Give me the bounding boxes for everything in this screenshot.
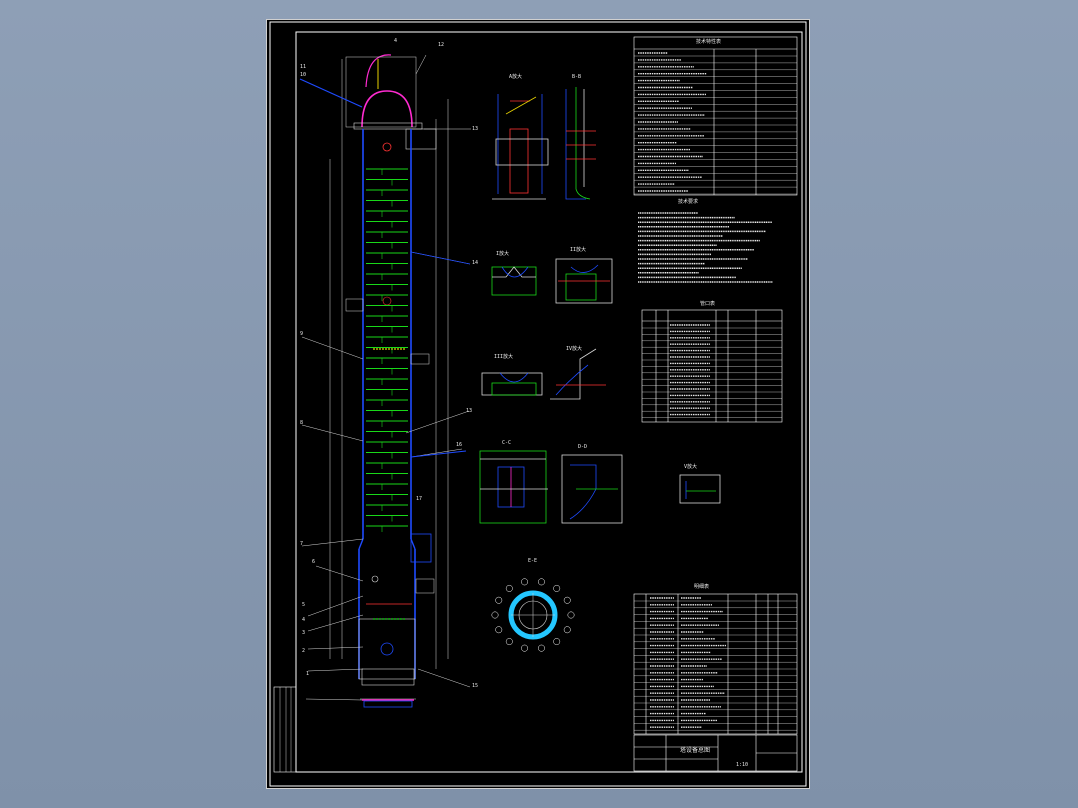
design-data-rows: [634, 52, 797, 195]
ring-callout-bubble: [491, 611, 499, 619]
ring-callout-bubble: [553, 584, 561, 592]
callout-left-7: 7: [300, 541, 304, 547]
callout-top-11: 11: [300, 64, 307, 70]
callout-left-5: 5: [302, 602, 306, 608]
callout-top-4: 4: [394, 38, 398, 44]
ring-callout-bubble: [521, 578, 528, 586]
callout-left-3: 3: [302, 630, 306, 636]
callout-right-14: 14: [472, 260, 479, 266]
ring-callout-bubble: [567, 611, 575, 619]
view-label-c: C-C: [502, 440, 512, 446]
leader-lines: [301, 54, 471, 701]
callout-right-17: 17: [416, 496, 423, 502]
ring-callout-bubble: [538, 578, 545, 586]
nozzle-table: [641, 309, 783, 423]
detail-ii: [555, 258, 613, 304]
design-data-table: [633, 36, 798, 196]
top-head: [361, 90, 413, 128]
drawing-scale: 1:10: [736, 762, 749, 768]
detail-v: [679, 474, 721, 504]
detail-e: [508, 590, 558, 640]
ring-callouts: [491, 578, 575, 652]
outer-border: [269, 21, 807, 787]
detail-a: [492, 94, 549, 200]
inner-border: [295, 31, 803, 773]
view-label-e: E-E: [528, 558, 538, 564]
detail-iii: [481, 372, 543, 396]
view-label-iii: III放大: [494, 354, 514, 360]
detail-iv: [550, 348, 606, 400]
drawing-title: 塔设备总图: [680, 747, 711, 754]
callout-top-12: 12: [438, 42, 445, 48]
callout-left-2: 2: [302, 648, 306, 654]
view-label-a: A放大: [509, 74, 523, 80]
view-label-i: I放大: [496, 251, 510, 257]
tray-stack: [366, 168, 408, 532]
ring-callout-bubble: [538, 644, 545, 652]
ring-callout-bubble: [553, 638, 561, 646]
detail-d: [561, 454, 623, 524]
design-data-title: 技术特性表: [696, 39, 722, 45]
technical-requirements-text: [638, 212, 773, 283]
callout-left-4: 4: [302, 617, 306, 623]
title-block: [633, 734, 798, 772]
column-elevation: [299, 54, 449, 708]
parts-list-rows: [634, 597, 797, 731]
callout-right-13: 13: [466, 408, 473, 414]
callout-right-16: 16: [456, 442, 463, 448]
ring-callout-bubble: [563, 626, 571, 634]
ring-callout-bubble: [505, 584, 513, 592]
callout-right-15: 15: [472, 683, 479, 689]
technical-requirements-title: 技术要求: [678, 199, 699, 205]
view-label-ii: II放大: [570, 247, 587, 253]
ring-callout-bubble: [495, 596, 503, 604]
ring-callout-bubble: [521, 644, 528, 652]
detail-i: [491, 266, 537, 296]
callout-left-1: 1: [306, 671, 310, 677]
binding-strip: [273, 686, 297, 773]
ring-callout-bubble: [495, 626, 503, 634]
ring-callout-bubble: [563, 596, 571, 604]
parts-list-table: [633, 593, 798, 735]
parts-list-title: 明细表: [694, 584, 710, 590]
ring-callout-bubble: [505, 638, 513, 646]
view-label-d: D-D: [578, 444, 588, 450]
callout-top-13: 13: [472, 126, 479, 132]
nozzle-table-rows: [642, 324, 782, 418]
view-label-iv: IV放大: [566, 346, 583, 352]
detail-b: [565, 87, 596, 200]
callout-left-8: 8: [300, 420, 304, 426]
callout-top-10: 10: [300, 72, 307, 78]
drawing-sheet: 技术特性表 技术要求 管口表 明细表 塔设备总图 1:10 A放大 B-B I放…: [266, 19, 810, 789]
view-label-v: V放大: [684, 464, 698, 470]
callout-left-9: 9: [300, 331, 304, 337]
detail-c: [479, 450, 548, 524]
nozzle-table-title: 管口表: [700, 301, 716, 307]
cad-drawing[interactable]: [266, 19, 810, 789]
view-label-b: B-B: [572, 74, 582, 80]
callout-left-6: 6: [312, 559, 316, 565]
